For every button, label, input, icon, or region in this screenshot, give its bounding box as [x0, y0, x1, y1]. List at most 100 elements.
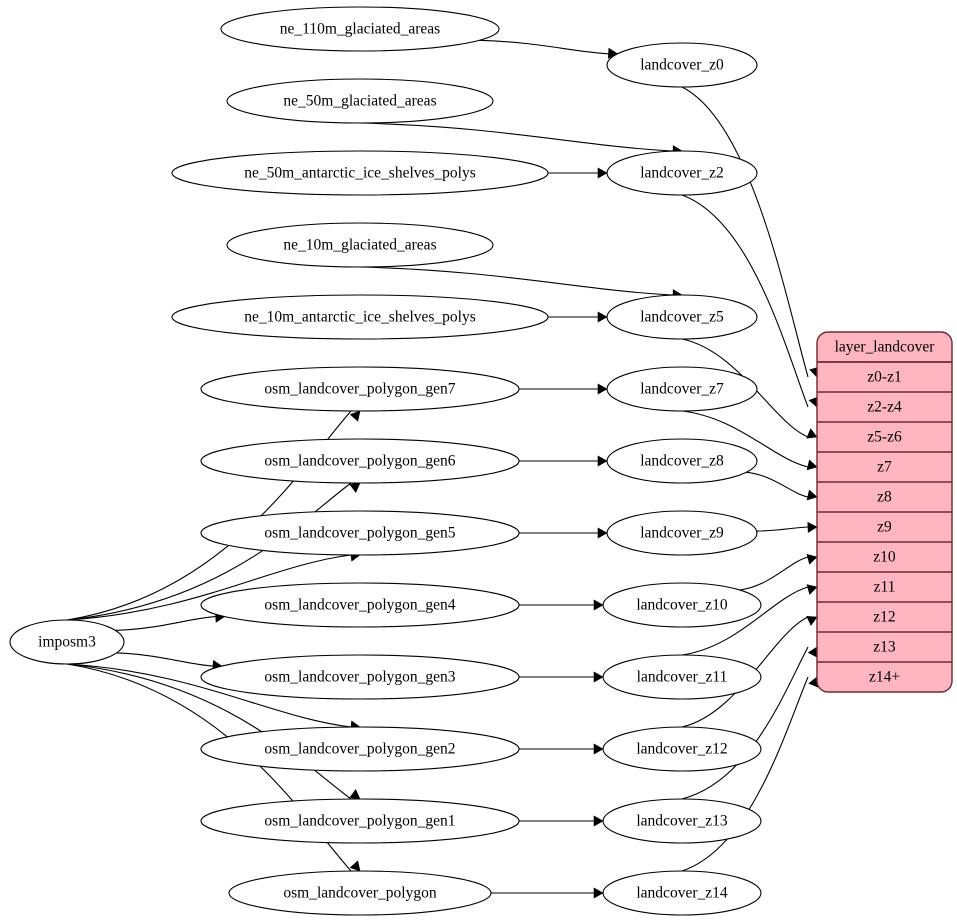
node-layers[interactable]: landcover_z5: [606, 294, 758, 340]
node-shape: [602, 582, 762, 628]
node-sources[interactable]: osm_landcover_polygon_gen3: [200, 654, 520, 700]
node-shape: [220, 6, 500, 52]
node-shape: [200, 798, 520, 844]
edge-line: [681, 194, 809, 408]
node-shape: [200, 438, 520, 484]
node-layers[interactable]: landcover_z9: [606, 510, 758, 556]
node-sources[interactable]: ne_50m_glaciated_areas: [226, 78, 494, 124]
node-label: osm_landcover_polygon_gen4: [264, 597, 455, 614]
node-layers[interactable]: landcover_z2: [606, 150, 758, 196]
node-sources[interactable]: osm_landcover_polygon_gen4: [200, 582, 520, 628]
edge-line: [681, 86, 809, 378]
node-label: osm_landcover_polygon_gen7: [264, 381, 455, 398]
table-row-label[interactable]: z10: [873, 549, 896, 566]
edge-line: [681, 410, 809, 468]
edge-arrowhead: [806, 615, 818, 626]
table-row-label[interactable]: z8: [877, 489, 892, 506]
edge-arrowhead: [806, 489, 818, 501]
node-label: landcover_z12: [636, 741, 727, 758]
node-shape: [171, 150, 549, 196]
node-shape: [606, 438, 758, 484]
edge-line: [746, 471, 809, 498]
edge-arrowhead: [597, 527, 608, 539]
node-sources[interactable]: osm_landcover_polygon_gen6: [200, 438, 520, 484]
node-label: landcover_z9: [640, 525, 724, 542]
node-shape: [200, 726, 520, 772]
node-sources[interactable]: osm_landcover_polygon_gen5: [200, 510, 520, 556]
table-row-label[interactable]: z13: [873, 639, 896, 656]
edge-arrowhead: [593, 815, 604, 827]
edge-line: [739, 556, 809, 591]
node-label: landcover_z14: [636, 885, 727, 902]
node-layers[interactable]: landcover_z7: [606, 366, 758, 412]
edge-arrowhead: [807, 646, 818, 658]
node-layers[interactable]: landcover_z10: [602, 582, 762, 628]
node-label: landcover_z2: [640, 165, 724, 182]
node-label: landcover_z10: [636, 597, 727, 614]
edge-line: [66, 554, 352, 621]
node-sources[interactable]: osm_landcover_polygon: [228, 870, 492, 916]
node-sources[interactable]: osm_landcover_polygon_gen1: [200, 798, 520, 844]
node-layers[interactable]: landcover_z11: [602, 654, 762, 700]
node-label: osm_landcover_polygon_gen5: [264, 525, 455, 542]
table-header-label: layer_landcover: [835, 339, 936, 356]
node-sources[interactable]: ne_10m_antarctic_ice_shelves_polys: [171, 294, 549, 340]
node-shape: [9, 619, 125, 665]
node-layers[interactable]: landcover_z13: [602, 798, 762, 844]
node-label: imposm3: [38, 634, 96, 651]
node-label: ne_10m_glaciated_areas: [283, 237, 436, 254]
node-shape: [200, 582, 520, 628]
table-row-label[interactable]: z5-z6: [867, 429, 902, 446]
table-row-label[interactable]: z14+: [869, 669, 900, 686]
edge-line: [66, 482, 352, 621]
edge-arrowhead: [597, 383, 608, 395]
node-shape: [602, 870, 762, 916]
edge-line: [681, 676, 809, 872]
node-sources[interactable]: ne_10m_glaciated_areas: [226, 222, 494, 268]
table-row-label[interactable]: z9: [877, 519, 892, 536]
node-shape: [606, 366, 758, 412]
edge-line: [359, 122, 674, 152]
table-row-label[interactable]: z11: [874, 579, 896, 596]
node-layers[interactable]: landcover_z12: [602, 726, 762, 772]
node-label: ne_110m_glaciated_areas: [280, 21, 440, 38]
table-row-label[interactable]: z0-z1: [867, 369, 901, 386]
edges-layer: [66, 39, 820, 899]
node-layers[interactable]: landcover_z8: [606, 438, 758, 484]
edge-line: [681, 646, 809, 800]
node-label: landcover_z7: [640, 381, 724, 398]
node-label: osm_landcover_polygon_gen1: [264, 813, 455, 830]
node-sources[interactable]: osm_landcover_polygon_gen7: [200, 366, 520, 412]
edge-arrowhead: [593, 599, 604, 611]
node-sources[interactable]: ne_110m_glaciated_areas: [220, 6, 500, 52]
node-label: osm_landcover_polygon_gen2: [264, 741, 455, 758]
node-sources[interactable]: ne_50m_antarctic_ice_shelves_polys: [171, 150, 549, 196]
node-layers[interactable]: landcover_z14: [602, 870, 762, 916]
node-shape: [606, 510, 758, 556]
node-shape: [606, 294, 758, 340]
node-shape: [226, 78, 494, 124]
edge-arrowhead: [349, 410, 361, 422]
edge-arrowhead: [593, 743, 604, 755]
node-label: ne_50m_glaciated_areas: [283, 93, 436, 110]
node-root[interactable]: imposm3: [9, 619, 125, 665]
edge-arrowhead: [593, 671, 604, 683]
node-sources[interactable]: osm_landcover_polygon_gen2: [200, 726, 520, 772]
node-label: landcover_z11: [637, 669, 728, 686]
record-table[interactable]: layer_landcover z0-z1 z2-z4 z5-z6 z7 z8 z9 z10 z…: [816, 331, 953, 693]
node-label: ne_50m_antarctic_ice_shelves_polys: [244, 165, 476, 182]
node-label: osm_landcover_polygon_gen6: [264, 453, 455, 470]
node-label: landcover_z13: [636, 813, 727, 830]
edge-arrowhead: [349, 860, 361, 872]
node-layers[interactable]: landcover_z0: [606, 42, 758, 88]
edge-arrowhead: [349, 789, 361, 800]
edge-arrowhead: [597, 167, 608, 179]
table-row-label[interactable]: z2-z4: [867, 399, 902, 416]
node-shape: [226, 222, 494, 268]
table-row-label[interactable]: z12: [873, 609, 895, 626]
edge-line: [756, 526, 809, 532]
node-shape: [200, 510, 520, 556]
edge-line: [116, 652, 214, 667]
table-row-label[interactable]: z7: [877, 459, 892, 476]
